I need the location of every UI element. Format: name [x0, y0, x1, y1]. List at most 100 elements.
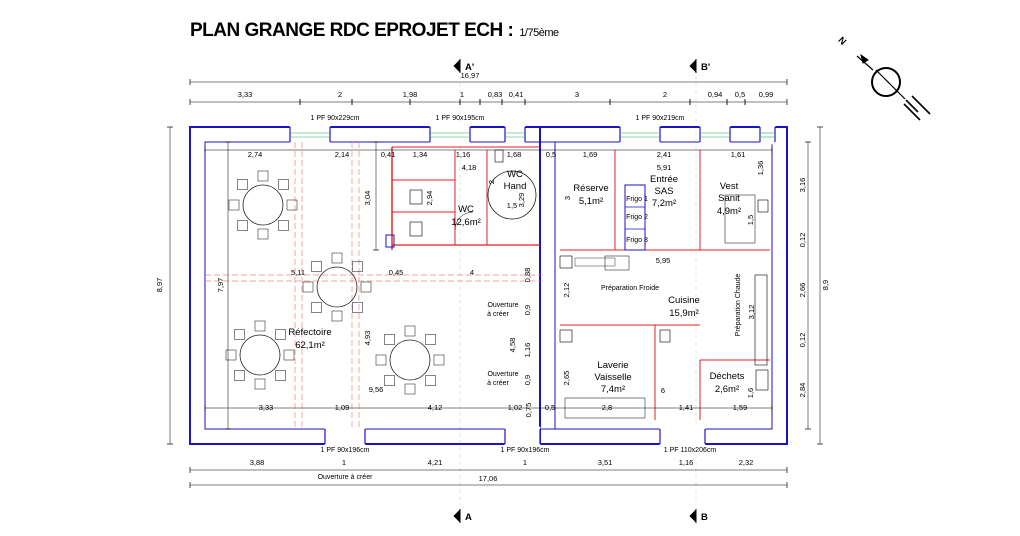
room-reserve-name: Réserve	[573, 183, 608, 194]
top-opening-2	[504, 123, 526, 145]
dim-bottom-value: 1	[523, 458, 527, 467]
dim-bottom-value: 3,88	[250, 458, 265, 467]
wc-door-swing	[454, 211, 474, 231]
dim-116: 1,16	[523, 343, 532, 358]
door-label-bot1: 1 PF 90x196cm	[320, 447, 369, 454]
dim-294: 2,94	[425, 191, 434, 206]
dim-265: 2,65	[562, 371, 571, 386]
table-top-left-chair	[257, 170, 269, 182]
frigo-1-label: Frigo 1	[626, 196, 648, 203]
table-top-left-chair	[228, 199, 240, 211]
dim-418: 4,18	[462, 163, 477, 172]
dim-right-part-value: 0,12	[798, 233, 807, 248]
sink-1	[559, 255, 573, 269]
dim-overall-bottom-value: 17,06	[479, 474, 498, 483]
dim-075: 0,75	[524, 403, 533, 418]
table-top-left-chair	[286, 199, 298, 211]
table-bottom-right-chair	[404, 383, 416, 395]
dim-inner-top-value: 1,69	[583, 150, 598, 159]
table-bottom-right-chair	[404, 325, 416, 337]
vest-shower	[724, 194, 756, 244]
room-vest-name2: Sanit	[718, 193, 740, 204]
dim-136: 1,36	[756, 161, 765, 176]
top-opening-0	[289, 123, 331, 145]
section-a-top-label: A'	[465, 62, 474, 73]
table-top-left-chair	[278, 220, 289, 231]
dim-304: 3,04	[363, 191, 372, 206]
ouverture-1-line2: à créer	[487, 311, 509, 318]
plan-title: PLAN GRANGE RDC EPROJET ECH :1/75ème	[190, 20, 559, 42]
door-label-bot3: 1 PF 110x206cm	[664, 447, 717, 454]
dim-inner-top-value: 1,61	[731, 150, 746, 159]
table-top-left	[242, 184, 284, 226]
room-wchand-name2: Hand	[504, 181, 527, 192]
table-bottom-left-chair	[234, 329, 245, 340]
table-center	[316, 266, 358, 308]
dim-top-value: 0,83	[488, 90, 503, 99]
dim-956: 9,56	[369, 385, 384, 394]
dim-top-value: 2	[663, 90, 667, 99]
prep-chaude-counter	[754, 274, 768, 366]
dim-inner-bottom-value: 1,59	[733, 403, 748, 412]
cuisine-equipment	[659, 329, 671, 343]
dim-inner-top-value: 1,68	[507, 150, 522, 159]
room-laverie-area: 7,4m²	[601, 384, 625, 395]
dim-top-value: 0,41	[509, 90, 524, 99]
dim-312: 3,12	[747, 305, 756, 320]
room-cuisine-area: 15,9m²	[669, 308, 699, 319]
room-laverie-name1: Laverie	[597, 360, 628, 371]
table-center-chair	[360, 281, 372, 293]
dim-right-total-value: 8,9	[821, 280, 830, 290]
table-center-chair	[311, 261, 322, 272]
top-opening-5	[759, 123, 776, 145]
table-top-left-chair	[237, 179, 248, 190]
laverie-sink	[559, 329, 573, 343]
table-bottom-right-chair	[433, 354, 445, 366]
frigo-2-label: Frigo 2	[626, 214, 648, 221]
outer-wall-inner	[204, 141, 773, 430]
frigo-3-label: Frigo 3	[626, 237, 648, 244]
dim-inner-top-value: 1,34	[413, 150, 428, 159]
dim-right-part-value: 2,84	[798, 383, 807, 398]
room-laverie-name2: Vaisselle	[594, 372, 631, 383]
table-bottom-left-chair	[275, 329, 286, 340]
bottom-opening-1	[504, 426, 541, 448]
dim-458: 4,58	[508, 338, 517, 353]
room-refectoire-area: 62,1m²	[295, 340, 325, 351]
worktop-2	[604, 255, 630, 271]
table-center-chair	[302, 281, 314, 293]
dim-15b: 1,5	[746, 215, 755, 225]
compass-north-label: N	[835, 35, 848, 48]
compass-arrow-line	[856, 55, 874, 71]
dim-top-value: 2	[338, 90, 342, 99]
dim-overall-top-value: 16,97	[461, 71, 480, 80]
dim-right-part-value: 3,16	[798, 178, 807, 193]
frigo-block	[624, 184, 646, 251]
dim-511: 5,11	[291, 268, 305, 277]
dim-inner-bottom-value: 4,12	[428, 403, 443, 412]
top-opening-4	[699, 123, 731, 145]
dechets-bin	[755, 369, 769, 391]
dim-3: 3	[563, 196, 572, 200]
dim-inner-bottom-value: 1,02	[508, 403, 523, 412]
ouverture-1-line1: Ouverture	[487, 302, 518, 309]
table-bottom-right-chair	[384, 334, 395, 345]
dim-797-value: 7,97	[216, 278, 225, 293]
table-bottom-right-chair	[425, 375, 436, 386]
section-a-top-arrow	[453, 59, 461, 73]
table-top-left-chair	[257, 228, 269, 240]
bottom-opening-0	[324, 426, 366, 448]
table-bottom-left-chair	[225, 349, 237, 361]
section-b-bottom-label: B	[701, 512, 708, 523]
section-b-bottom-arrow	[689, 509, 697, 523]
worktop-1	[574, 257, 616, 267]
wc-basin	[385, 234, 395, 248]
room-vest-name1: Vest	[720, 181, 739, 192]
table-center-chair	[352, 302, 363, 313]
dim-top-value: 3,33	[238, 90, 253, 99]
door-label-top1: 1 PF 90x229cm	[310, 115, 359, 122]
dim-bottom-value: 1,16	[679, 458, 694, 467]
prep-chaude-label: Préparation Chaude	[735, 274, 742, 337]
table-bottom-right	[389, 339, 431, 381]
